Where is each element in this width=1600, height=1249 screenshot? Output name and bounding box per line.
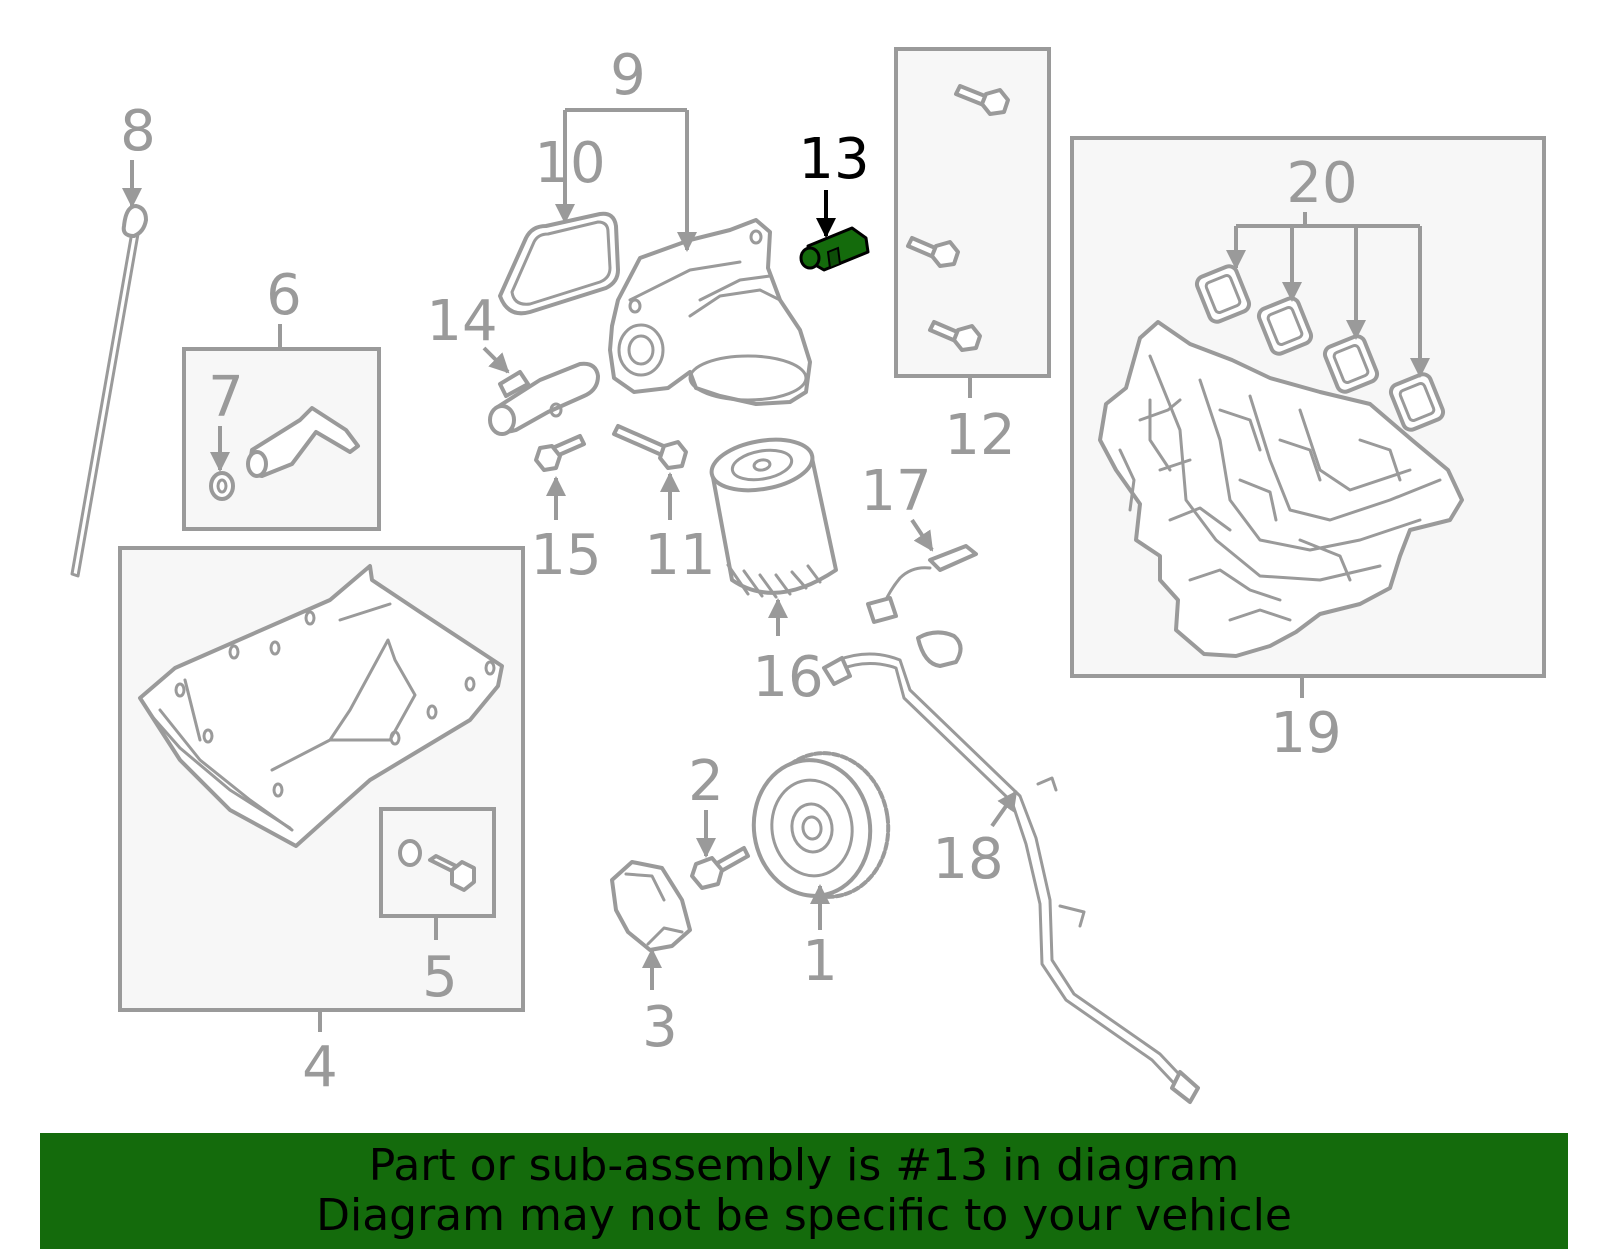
callout-7: 7 — [208, 365, 244, 430]
bolt-part-12b — [906, 236, 960, 268]
callout-12: 12 — [944, 403, 1015, 468]
oil-pressure-sensor-highlighted — [799, 226, 870, 272]
leader-lines — [122, 108, 1420, 1032]
wire-harness-part — [822, 630, 1200, 1104]
callout-9: 9 — [610, 43, 646, 108]
bolt-part-12a — [954, 84, 1010, 116]
callout-13: 13 — [798, 127, 869, 192]
bolt-part-12c — [928, 320, 982, 352]
pulley-bolt-part — [690, 846, 750, 890]
bolt-part-11 — [612, 424, 688, 470]
intake-gasket-1 — [1194, 264, 1252, 324]
gasket-part — [498, 211, 620, 316]
callout-6: 6 — [266, 263, 302, 328]
callout-16: 16 — [752, 645, 823, 710]
oil-filter-adapter-part — [608, 218, 812, 406]
drain-plug-part — [398, 839, 476, 892]
oil-filter-part — [709, 437, 838, 599]
intake-gasket-3 — [1322, 334, 1380, 394]
callout-19: 19 — [1270, 701, 1341, 766]
footer-line-1: Part or sub-assembly is #13 in diagram — [368, 1140, 1240, 1191]
callout-17: 17 — [860, 459, 931, 524]
callout-labels: 1 2 3 4 5 6 7 8 9 10 11 12 13 14 15 16 1… — [120, 43, 1357, 1100]
callout-10: 10 — [534, 131, 605, 196]
dipstick-part — [70, 204, 148, 578]
footer-line-2: Diagram may not be specific to your vehi… — [316, 1190, 1292, 1241]
callout-14: 14 — [426, 289, 497, 354]
callout-5: 5 — [422, 945, 458, 1010]
bolt-part-15 — [534, 434, 586, 472]
callout-8: 8 — [120, 99, 156, 164]
footer-banner: Part or sub-assembly is #13 in diagram D… — [40, 1133, 1568, 1249]
callout-3: 3 — [642, 995, 678, 1060]
intake-gasket-2 — [1256, 296, 1314, 356]
box-bolts-group — [894, 47, 1051, 378]
callout-11: 11 — [644, 523, 715, 588]
bracket-part — [610, 860, 692, 952]
callout-4: 4 — [302, 1035, 338, 1100]
intake-manifold-part — [1098, 320, 1464, 658]
crank-pulley-part — [751, 751, 891, 899]
oil-pickup-tube-part — [246, 406, 360, 478]
callout-1: 1 — [802, 929, 838, 994]
solenoid-valve-part — [488, 361, 600, 436]
sensor-part-17 — [866, 544, 978, 624]
o-ring-part — [209, 471, 235, 501]
callout-20: 20 — [1286, 151, 1357, 216]
callout-15: 15 — [530, 523, 601, 588]
callout-2: 2 — [688, 749, 724, 814]
callout-18: 18 — [932, 827, 1003, 892]
oil-pan-part — [138, 564, 504, 848]
